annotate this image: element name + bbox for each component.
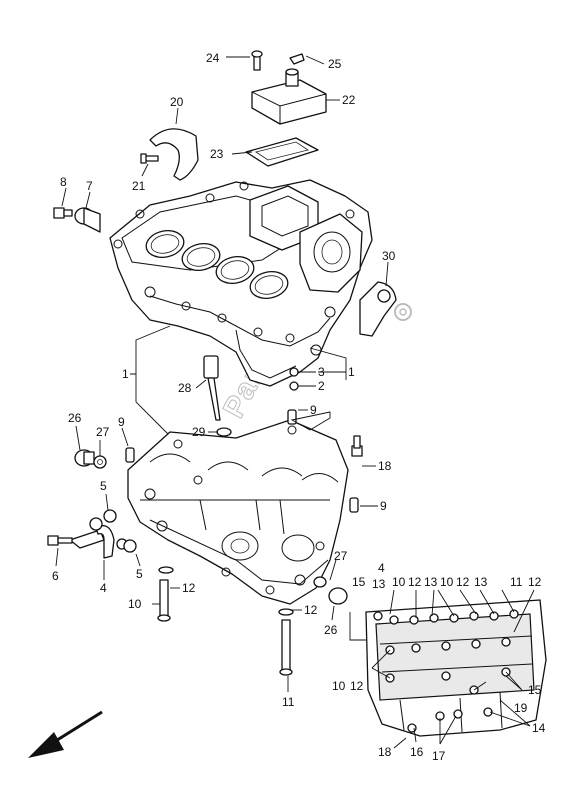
- callout-13c: 13: [474, 575, 488, 589]
- callout-2: 2: [318, 379, 325, 393]
- callout-15a: 15: [352, 575, 366, 589]
- callout-10a: 10: [128, 597, 142, 611]
- crankcase-stud-bolt: [351, 435, 363, 457]
- callout-9c: 9: [380, 499, 387, 513]
- chain-guide: [149, 128, 199, 181]
- callout-27b: 27: [334, 549, 348, 563]
- callout-22: 22: [342, 93, 356, 107]
- callout-15b: 15: [528, 683, 542, 697]
- callout-18a: 18: [378, 459, 392, 473]
- callout-9b: 9: [118, 415, 125, 429]
- callout-labels: 24 25 22 20 23 21 8 7 30 1 1 3 2 9 28 29…: [52, 51, 546, 763]
- callout-30: 30: [382, 249, 396, 263]
- callout-8: 8: [60, 175, 67, 189]
- callout-17: 17: [432, 749, 446, 763]
- callout-4b: 4: [378, 561, 385, 575]
- o-ring: [103, 509, 137, 553]
- breather-gasket: [245, 137, 319, 167]
- callout-19: 19: [514, 701, 528, 715]
- callout-10d: 10: [332, 679, 346, 693]
- cap-bolt: [53, 207, 73, 219]
- callout-16: 16: [410, 745, 424, 759]
- callout-26a: 26: [68, 411, 82, 425]
- callout-12c: 12: [408, 575, 422, 589]
- callout-4a: 4: [100, 581, 107, 595]
- breather-cover: [251, 68, 327, 125]
- callout-23: 23: [210, 147, 224, 161]
- leader-lines: [55, 55, 535, 749]
- callout-12f: 12: [350, 679, 364, 693]
- callout-11b: 11: [510, 575, 523, 589]
- callout-13b: 13: [424, 575, 438, 589]
- washer: [289, 367, 299, 391]
- callout-26b: 26: [324, 623, 338, 637]
- callout-28: 28: [178, 381, 192, 395]
- callout-13a: 13: [372, 577, 386, 591]
- lower-crankcase: [127, 419, 349, 605]
- drain-plug-right: [313, 576, 348, 605]
- callout-6: 6: [52, 569, 59, 583]
- oil-pipe: [69, 517, 128, 559]
- drain-plug: [74, 449, 95, 467]
- callout-12a: 12: [182, 581, 196, 595]
- callout-9a: 9: [310, 403, 317, 417]
- callout-12d: 12: [456, 575, 470, 589]
- gear-icon: [394, 303, 412, 321]
- lower-bolt: [157, 566, 294, 676]
- callout-5a: 5: [100, 479, 107, 493]
- callout-7: 7: [86, 179, 93, 193]
- upper-crankcase: [109, 179, 373, 387]
- callout-20: 20: [170, 95, 184, 109]
- callout-14: 14: [532, 721, 546, 735]
- callout-5b: 5: [136, 567, 143, 581]
- callout-12b: 12: [304, 603, 318, 617]
- cover-bolt: [251, 50, 263, 71]
- plug-cap: [74, 207, 101, 233]
- oil-level-switch: [203, 355, 232, 437]
- callout-1: 1: [122, 367, 129, 381]
- pipe-bolt: [47, 535, 73, 546]
- bolt-pattern-inset: [365, 599, 547, 737]
- oil-level-gauge: [359, 281, 397, 337]
- callout-10b: 10: [392, 575, 406, 589]
- clip: [289, 53, 305, 65]
- callout-18b: 18: [378, 745, 392, 759]
- callout-11a: 11: [282, 695, 295, 709]
- callout-29: 29: [192, 425, 206, 439]
- callout-1b: 1: [348, 365, 355, 379]
- callout-3: 3: [318, 365, 325, 379]
- callout-27a: 27: [96, 425, 110, 439]
- callout-12e: 12: [528, 575, 542, 589]
- callout-25: 25: [328, 57, 342, 71]
- dowel-pin: [125, 409, 359, 513]
- guide-bolt: [140, 153, 159, 164]
- front-direction-arrow-icon: [28, 710, 103, 758]
- callout-10c: 10: [440, 575, 454, 589]
- drain-washer: [93, 455, 107, 469]
- callout-21: 21: [132, 179, 146, 193]
- callout-24: 24: [206, 51, 220, 65]
